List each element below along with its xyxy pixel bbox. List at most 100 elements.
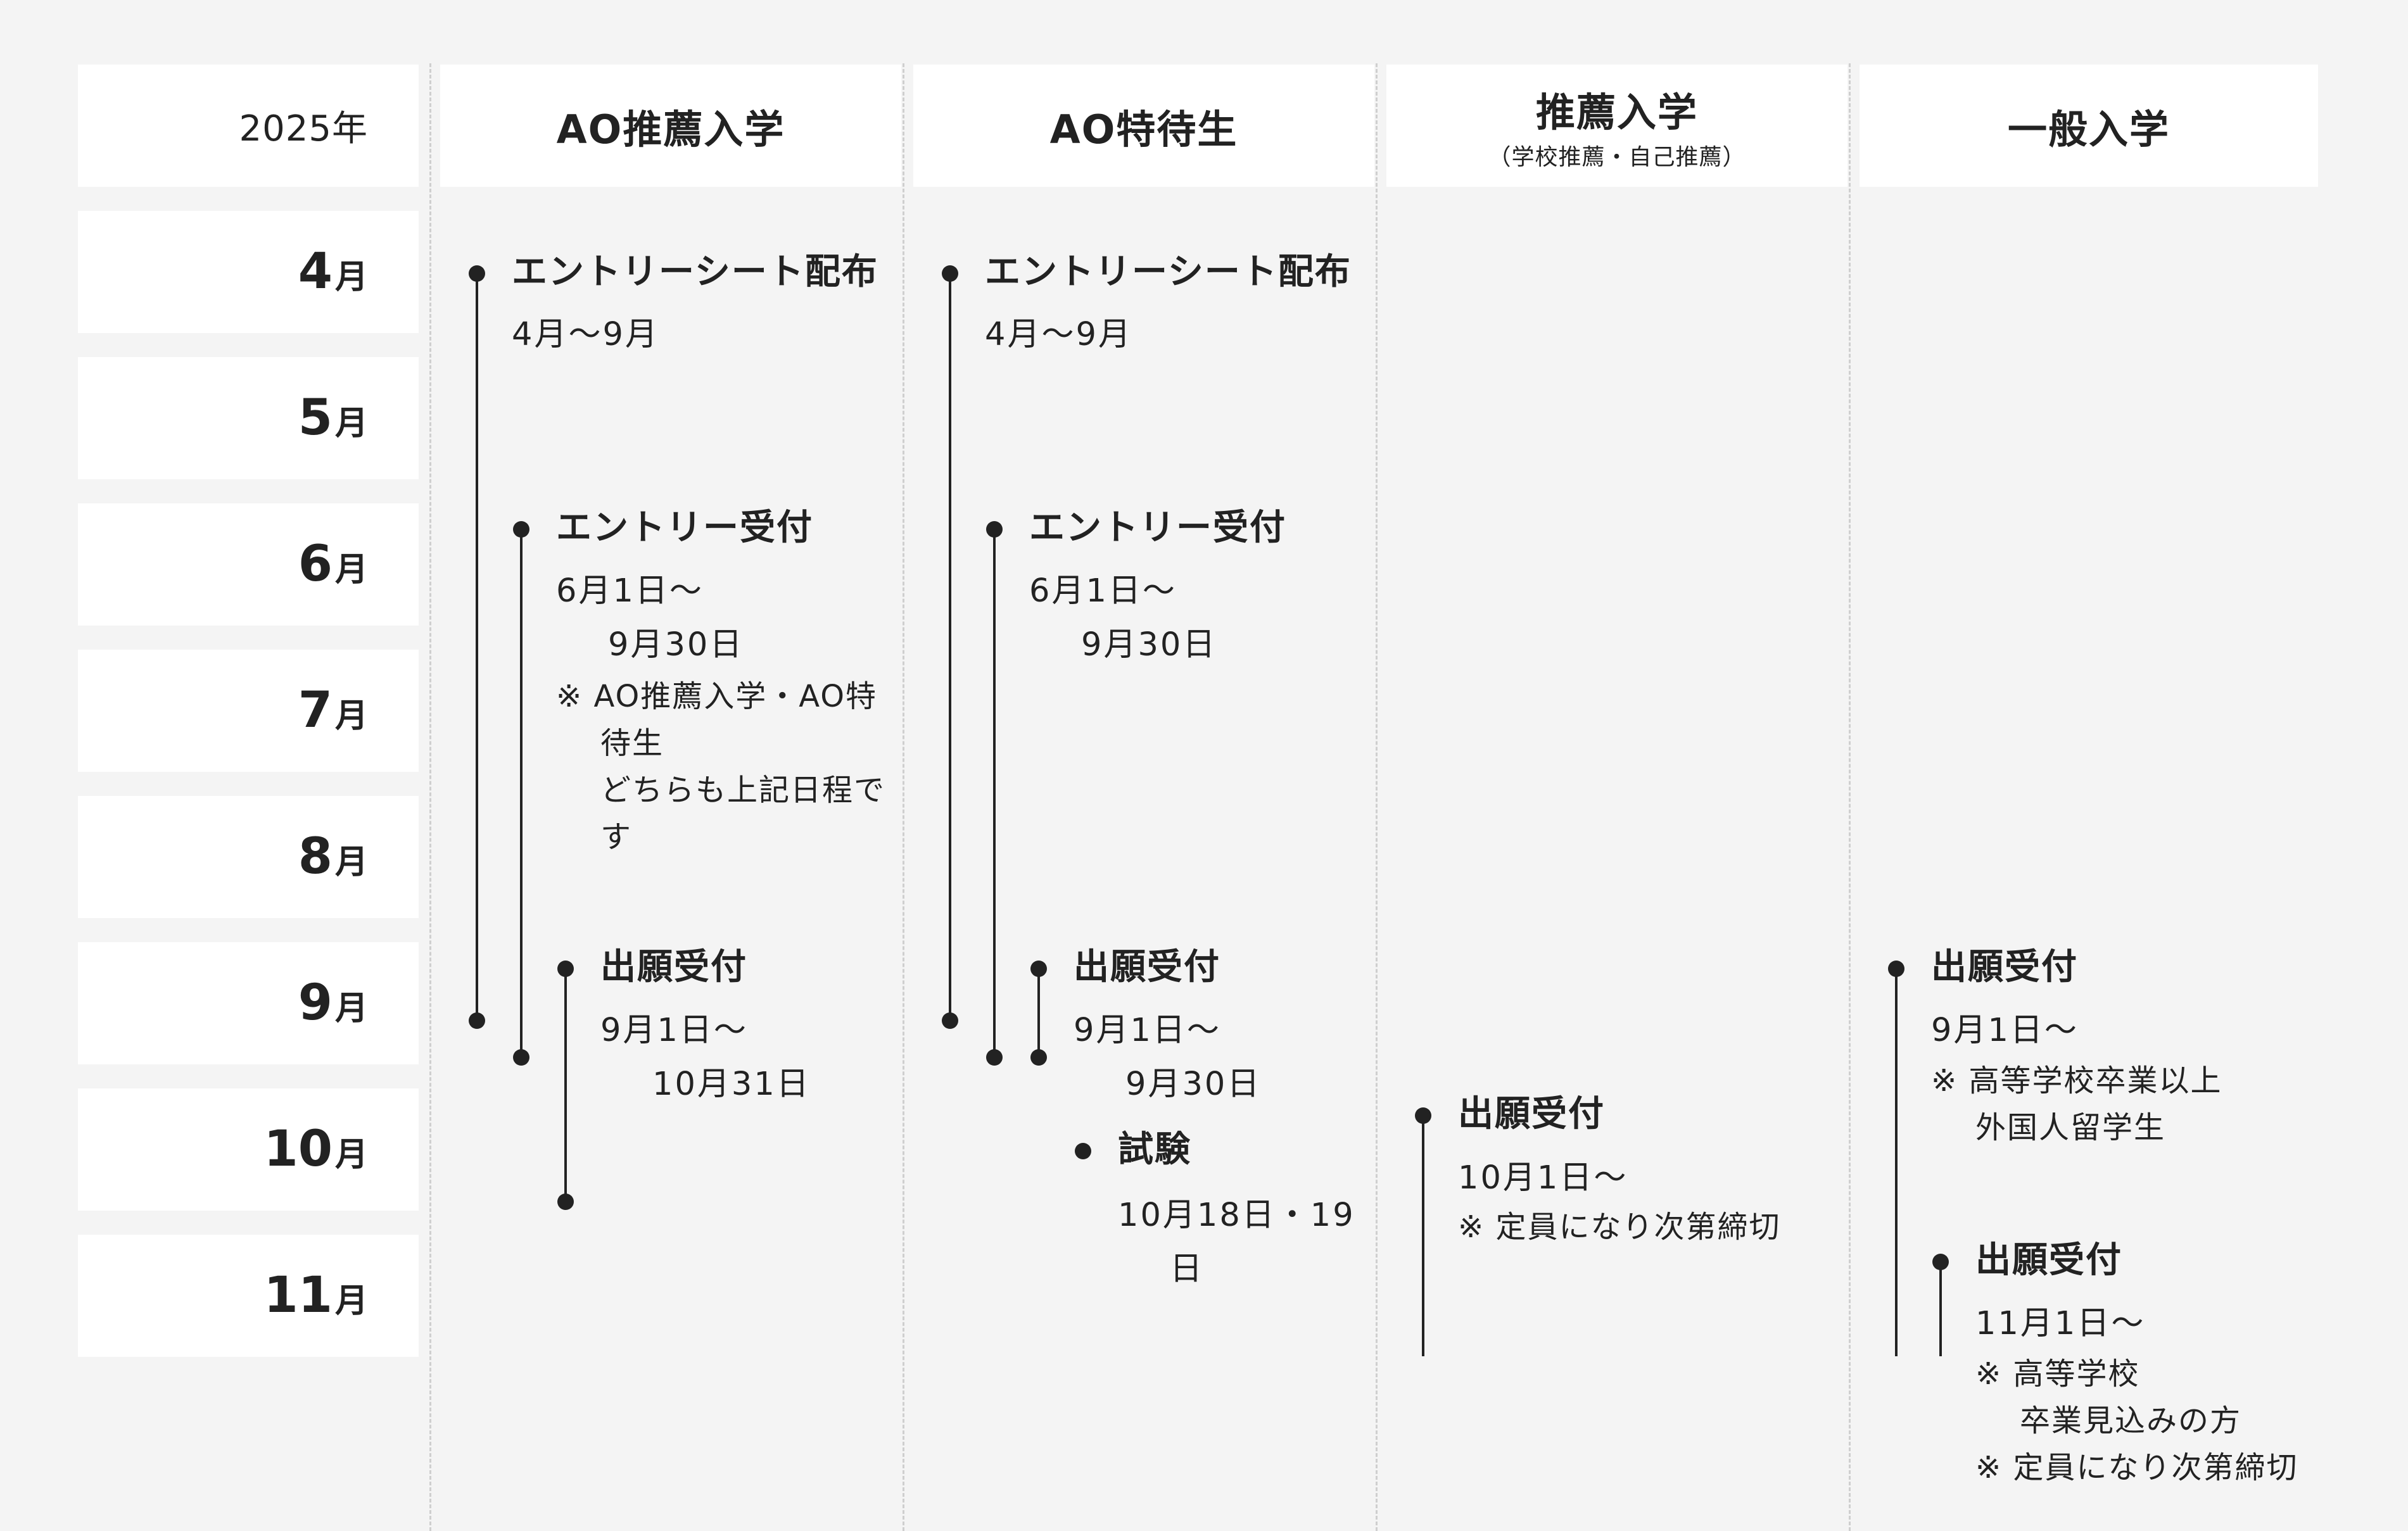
event-label: 出願受付	[1975, 1240, 2122, 1281]
event-label: エントリーシート配布	[512, 251, 878, 293]
timeline-start-dot	[557, 961, 574, 977]
month-unit: 月	[334, 404, 368, 443]
event-label: エントリー受付	[1029, 507, 1286, 548]
column-header-ippan: 一般入学	[1860, 65, 2318, 187]
year-header: 2025年	[78, 65, 419, 187]
event-note: どちらも上記日程で	[600, 772, 886, 808]
timeline-end-dot	[942, 1012, 958, 1029]
event-period: 9月1日～	[1074, 1012, 1221, 1049]
timeline-bar	[993, 529, 996, 1057]
column-title: AO推薦入学	[556, 106, 785, 153]
timeline-start-dot	[1030, 961, 1047, 977]
month-number: 5	[298, 389, 333, 446]
event-note: 外国人留学生	[1975, 1110, 2166, 1145]
timeline-bar	[476, 274, 478, 1021]
event-period: 6月1日～	[556, 572, 704, 610]
event-label: エントリー受付	[556, 507, 813, 548]
timeline-end-dot	[469, 1012, 485, 1029]
year-label: 2025年	[239, 108, 368, 149]
event-period: 10月1日～	[1458, 1159, 1628, 1197]
timeline-start-dot	[1932, 1254, 1949, 1270]
month-unit: 月	[334, 843, 368, 881]
event-period: 9月30日	[1125, 1066, 1262, 1103]
event-period: 4月～9月	[985, 316, 1132, 353]
event-label: 試験	[1118, 1129, 1191, 1170]
timeline-bar	[1422, 1116, 1424, 1356]
timeline-start-dot	[1888, 961, 1904, 977]
event-period: 9月1日～	[1931, 1012, 2079, 1049]
event-label: エントリーシート配布	[985, 251, 1352, 293]
exam-dot	[1075, 1143, 1091, 1159]
timeline-bar	[1037, 969, 1040, 1057]
event-label: 出願受付	[1931, 947, 2078, 988]
timeline-start-dot	[1415, 1107, 1431, 1124]
event-period: 9月1日～	[600, 1012, 748, 1049]
column-header-suisen: 推薦入学 （学校推薦・自己推薦）	[1386, 65, 1847, 187]
timeline-start-dot	[469, 265, 485, 282]
event-note: ※ 高等学校	[1975, 1356, 2140, 1392]
event-label: 出願受付	[600, 947, 747, 988]
event-period: 10月18日・19	[1118, 1197, 1355, 1234]
month-number: 7	[298, 681, 333, 739]
event-label: 出願受付	[1074, 947, 1220, 988]
event-period: 9月30日	[608, 626, 744, 664]
month-unit: 月	[334, 1135, 368, 1174]
event-period: 11月1日～	[1975, 1305, 2146, 1342]
event-label: 出願受付	[1458, 1093, 1605, 1135]
month-number: 9	[298, 974, 333, 1031]
timeline-end-dot	[1030, 1049, 1047, 1066]
timeline-start-dot	[513, 521, 529, 538]
timeline-end-dot	[986, 1049, 1003, 1066]
event-period: 日	[1170, 1251, 1205, 1288]
timeline-end-dot	[513, 1049, 529, 1066]
event-note: ※ 高等学校卒業以上	[1931, 1063, 2222, 1099]
month-unit: 月	[334, 989, 368, 1028]
timeline-start-dot	[942, 265, 958, 282]
event-note: 待生	[600, 726, 664, 761]
timeline-bar	[520, 529, 523, 1057]
column-separator	[903, 63, 904, 1531]
event-period: 10月31日	[652, 1066, 811, 1103]
event-period: 9月30日	[1081, 626, 1217, 664]
event-period: 4月～9月	[512, 316, 659, 353]
month-unit: 月	[334, 696, 368, 735]
column-title: AO特待生	[1049, 106, 1238, 153]
month-number: 11	[263, 1266, 333, 1324]
month-unit: 月	[334, 1282, 368, 1320]
timeline-bar	[949, 274, 951, 1021]
column-subtitle: （学校推薦・自己推薦）	[1488, 144, 1746, 170]
month-unit: 月	[334, 550, 368, 589]
column-separator	[1849, 63, 1851, 1531]
month-number: 4	[298, 243, 333, 300]
timeline-bar	[564, 969, 567, 1202]
event-note: ※ 定員になり次第締切	[1975, 1450, 2298, 1485]
column-separator	[429, 63, 431, 1531]
event-period: 6月1日～	[1029, 572, 1177, 610]
timeline-end-dot	[557, 1194, 574, 1210]
event-note: ※ 定員になり次第締切	[1458, 1209, 1781, 1245]
event-note: 卒業見込みの方	[2020, 1403, 2242, 1439]
event-note: す	[600, 819, 633, 855]
column-separator	[1376, 63, 1378, 1531]
month-number: 10	[263, 1120, 333, 1178]
column-title: 推薦入学	[1535, 89, 1698, 135]
column-title: 一般入学	[2007, 106, 2170, 153]
column-header-ao-suisen: AO推薦入学	[440, 65, 901, 187]
month-number: 6	[298, 535, 333, 593]
event-note: ※ AO推薦入学・AO特	[556, 679, 878, 714]
month-unit: 月	[334, 258, 368, 296]
timeline-bar	[1939, 1262, 1942, 1356]
column-header-ao-tokutai: AO特待生	[913, 65, 1374, 187]
timeline-start-dot	[986, 521, 1003, 538]
timeline-bar	[1895, 969, 1898, 1356]
month-number: 8	[298, 828, 333, 885]
